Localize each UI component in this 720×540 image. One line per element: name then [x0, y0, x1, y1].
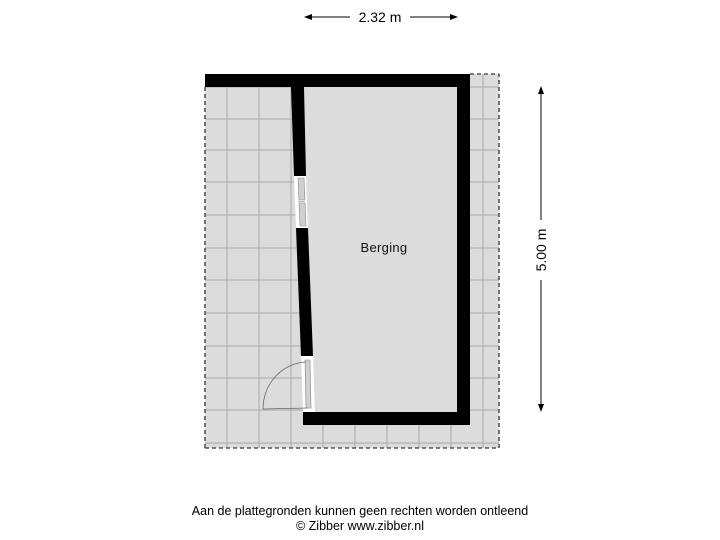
wall-top	[205, 74, 470, 87]
arrow-down-icon	[538, 404, 544, 412]
wall-left-middle	[296, 228, 313, 356]
height-dimension: 5.00 m	[533, 86, 549, 412]
arrow-right-icon	[450, 14, 458, 20]
wall-bottom	[303, 412, 470, 425]
height-dimension-label: 5.00 m	[533, 229, 549, 272]
room-label-berging: Berging	[361, 240, 408, 255]
disclaimer-text: Aan de plattegronden kunnen geen rechten…	[191, 504, 529, 518]
arrow-left-icon	[304, 14, 312, 20]
width-dimension-label: 2.32 m	[359, 9, 402, 25]
room-berging-floor	[304, 87, 457, 412]
arrow-up-icon	[538, 86, 544, 94]
width-dimension: 2.32 m	[304, 9, 458, 25]
window	[294, 176, 308, 228]
walls	[205, 74, 470, 425]
wall-left-upper	[291, 87, 306, 176]
copyright-text: © Zibber www.zibber.nl	[295, 519, 424, 533]
door	[262, 356, 315, 412]
wall-right	[457, 74, 470, 425]
